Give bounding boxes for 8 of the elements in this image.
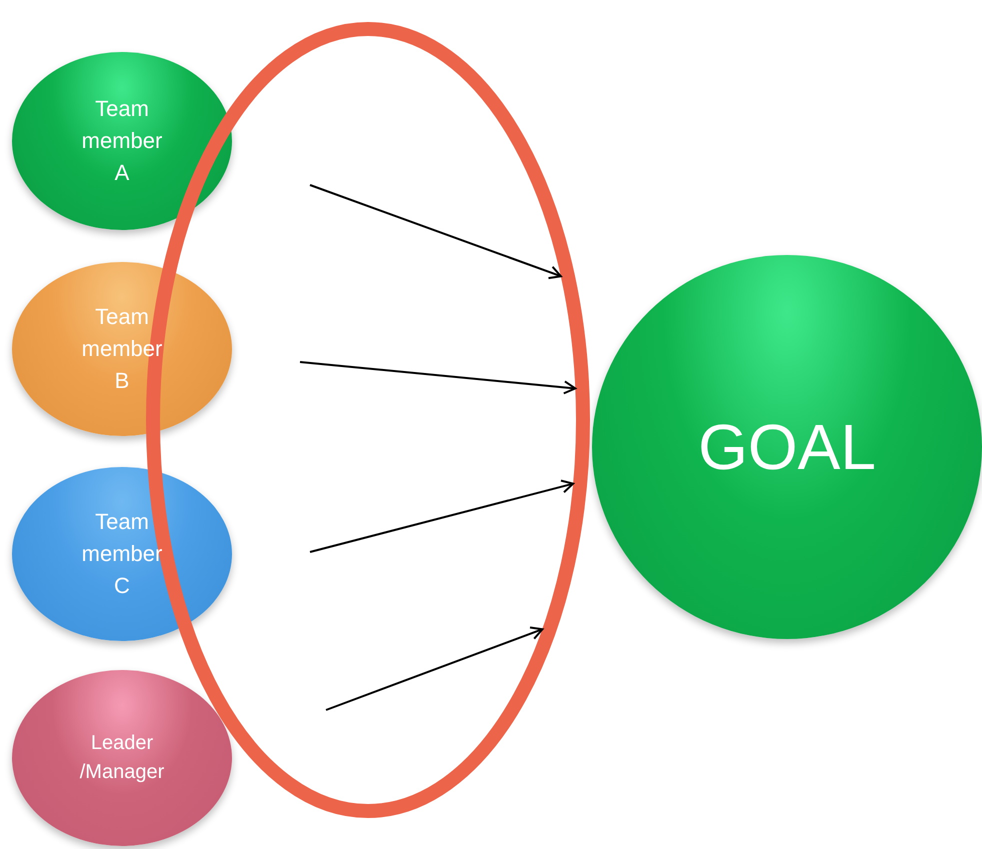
arrow — [300, 361, 576, 394]
node-label: GOAL — [698, 411, 876, 483]
node-label: Team member A — [80, 95, 164, 187]
arrow — [326, 626, 544, 711]
node-label: Team member B — [80, 303, 164, 395]
arrow — [310, 184, 562, 280]
arrow — [310, 480, 574, 553]
node-label: Leader /Manager — [78, 731, 166, 785]
